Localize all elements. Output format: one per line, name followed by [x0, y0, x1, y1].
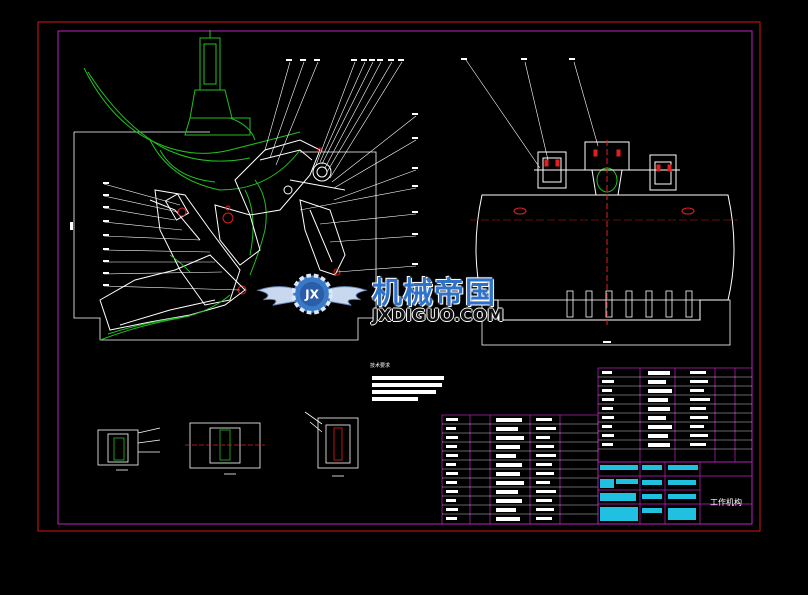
- front-view: [461, 58, 738, 346]
- watermark-chinese-text: 机械帝国: [372, 276, 496, 311]
- leader-lines-side-left: [103, 183, 241, 291]
- parts-list-text-marks: [446, 371, 710, 521]
- leader-lines-side-top: [264, 61, 417, 273]
- side-view-frame: [73, 132, 377, 341]
- technical-notes-heading: 技术要求: [370, 363, 391, 369]
- detail-view-3: [304, 411, 359, 477]
- bucket-front-body: [475, 194, 735, 321]
- parts-list-rows: [442, 376, 752, 515]
- watermark-logo: JX: [256, 273, 368, 315]
- leader-label-stubs: [70, 59, 418, 286]
- side-view: [70, 30, 418, 341]
- inner-sheet-border: [57, 30, 753, 525]
- detail-view-2: [185, 422, 265, 475]
- red-marks-front: [513, 140, 695, 325]
- title-block-school-name: [712, 462, 752, 482]
- watermark-url-text: JXDIGUO.COM: [372, 306, 505, 326]
- technical-notes-block: [372, 376, 444, 401]
- linkage-white: [149, 139, 346, 306]
- bucket-teeth: [566, 290, 693, 318]
- outer-sheet-border: [37, 21, 761, 532]
- badge-letters: JX: [304, 288, 320, 302]
- front-label-stubs: [461, 58, 611, 343]
- leader-lines-front: [465, 59, 599, 169]
- bucket-green-upper: [83, 30, 301, 276]
- bucket-lower-green: [99, 254, 231, 341]
- detail-view-1: [97, 427, 161, 471]
- title-block-cyan-cells: [600, 465, 698, 521]
- title-block: [597, 461, 753, 525]
- drawing-title: 工作机构: [710, 498, 742, 507]
- bucket-lower: [99, 254, 246, 331]
